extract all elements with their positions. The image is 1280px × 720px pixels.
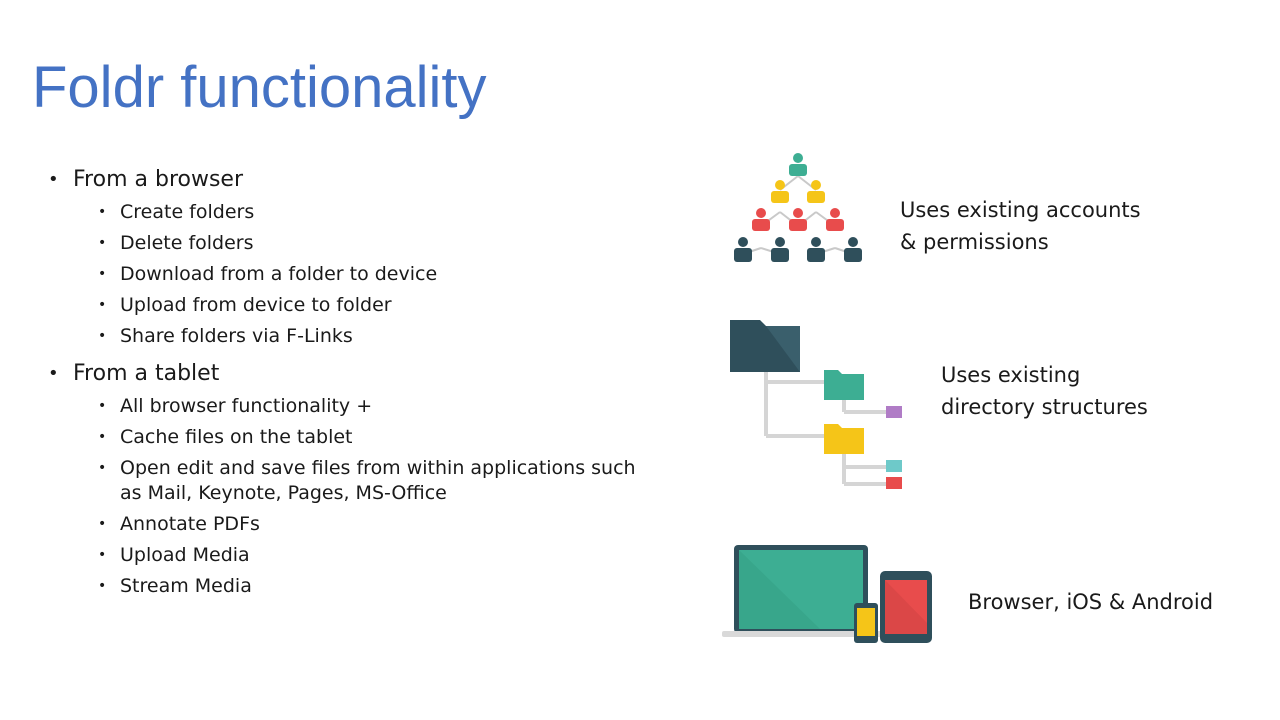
folder-icon: [824, 370, 864, 400]
sub-bullet-list: All browser functionality + Cache files …: [48, 394, 648, 599]
caption-line: Browser, iOS & Android: [968, 590, 1214, 614]
people-hierarchy-icon: [734, 153, 862, 262]
devices-icon: [722, 545, 932, 643]
tablet-icon: [880, 571, 932, 643]
feature-caption-platforms: Browser, iOS & Android: [968, 586, 1213, 618]
laptop-icon: [722, 545, 882, 637]
slide-title: Foldr functionality: [32, 55, 487, 120]
list-item: All browser functionality +: [48, 394, 648, 419]
feature-caption-directories: Uses existing directory structures: [941, 359, 1148, 423]
bullet-heading: From a tablet: [48, 357, 648, 390]
sub-bullet-list: Create folders Delete folders Download f…: [48, 200, 648, 349]
list-item: Delete folders: [48, 231, 648, 256]
list-item: Stream Media: [48, 574, 648, 599]
list-item: Open edit and save files from within app…: [48, 456, 648, 506]
caption-line: directory structures: [941, 395, 1148, 419]
folder-icon: [824, 424, 864, 454]
list-item: Cache files on the tablet: [48, 425, 648, 450]
caption-line: & permissions: [900, 230, 1049, 254]
bullet-heading: From a browser: [48, 163, 648, 196]
list-item: Upload from device to folder: [48, 293, 648, 318]
bullet-group-browser: From a browser Create folders Delete fol…: [48, 163, 648, 349]
person-icon: [789, 153, 807, 176]
list-item: Download from a folder to device: [48, 262, 648, 287]
list-item: Annotate PDFs: [48, 512, 648, 537]
bullet-list: From a browser Create folders Delete fol…: [48, 163, 648, 605]
feature-caption-accounts: Uses existing accounts & permissions: [900, 194, 1141, 258]
phone-icon: [854, 603, 878, 643]
folder-tree-icon: [730, 320, 902, 489]
caption-line: Uses existing accounts: [900, 198, 1141, 222]
caption-line: Uses existing: [941, 363, 1081, 387]
folder-icon: [730, 320, 800, 372]
list-item: Create folders: [48, 200, 648, 225]
list-item: Upload Media: [48, 543, 648, 568]
bullet-group-tablet: From a tablet All browser functionality …: [48, 357, 648, 599]
list-item: Share folders via F-Links: [48, 324, 648, 349]
